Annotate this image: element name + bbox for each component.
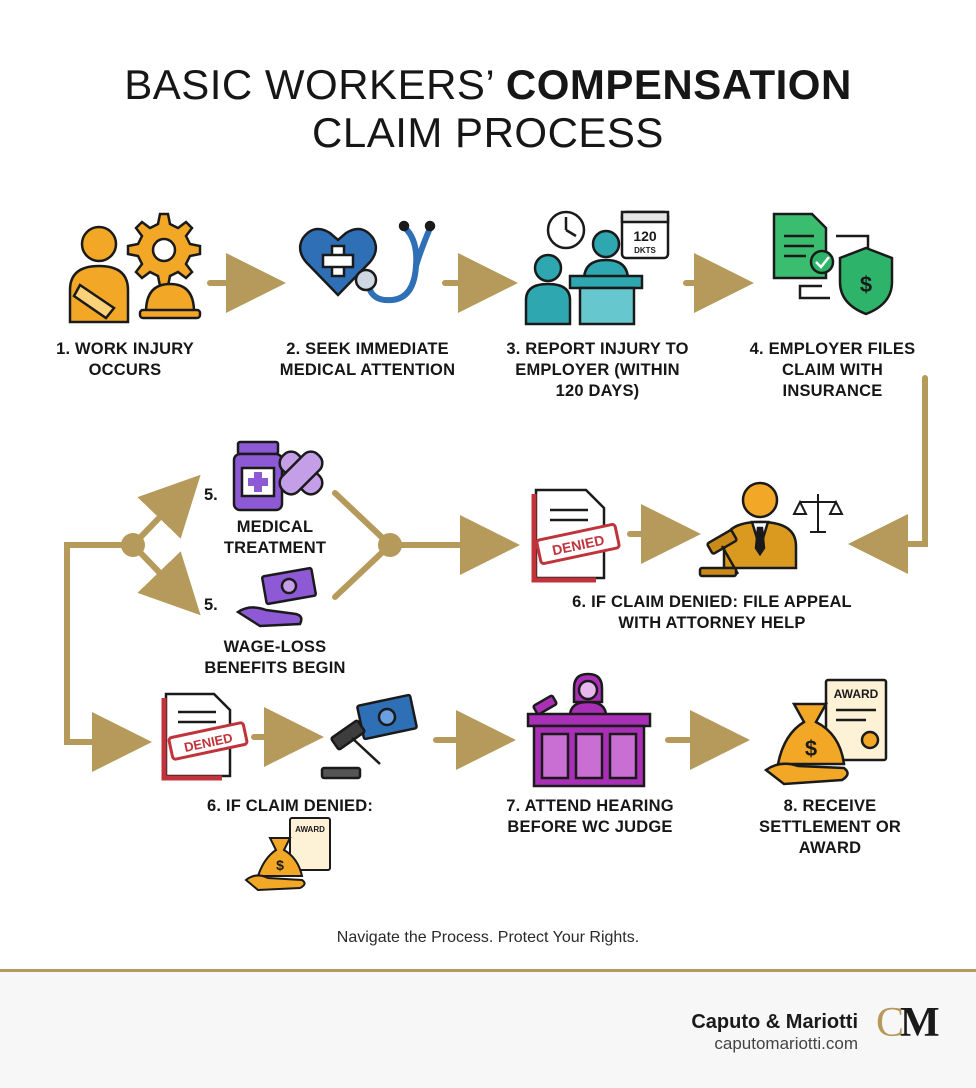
denied-document-icon-2: DENIED	[161, 692, 249, 781]
flow-arrows	[64, 253, 928, 772]
arrow-left-loop	[64, 542, 152, 772]
document-icon	[772, 212, 835, 280]
attorney-icon	[722, 481, 798, 570]
money-bag-icon: $	[763, 702, 849, 786]
tagline: Navigate the Process. Protect Your Right…	[336, 929, 640, 946]
arrow-split-upper	[130, 474, 201, 548]
step-4-label: 4. EMPLOYER FILES CLAIM WITH INSURANCE	[749, 340, 916, 400]
title-bold: COMPENSATION	[505, 61, 852, 108]
step-8-label: 8. RECEIVE SETTLEMENT OR AWARD	[759, 797, 901, 857]
firm-name: Caputo & Mariotti	[691, 1011, 858, 1033]
arrow-merge-upper	[332, 490, 393, 548]
bandage-icon	[278, 450, 324, 496]
logo-letter-m: M	[900, 1000, 940, 1046]
step-1-label: 1. WORK INJURY OCCURS	[56, 340, 194, 379]
merge-node	[378, 533, 402, 557]
svg-text:$: $	[276, 857, 284, 873]
gavel-cash-icon	[320, 693, 418, 780]
cash-hand-icon	[235, 566, 317, 628]
arrow-merge-lower	[332, 542, 393, 600]
title-prefix: BASIC WORKERS’	[124, 61, 506, 108]
calendar-sub: DKTS	[634, 246, 656, 255]
award-text: AWARD	[834, 687, 879, 701]
process-diagram: 120 DKTS $	[64, 210, 928, 892]
award-text-small: AWARD	[295, 825, 325, 834]
denied-document-icon: DENIED	[531, 488, 621, 583]
svg-text:$: $	[805, 736, 817, 761]
hard-hat-icon	[138, 282, 202, 320]
award-certificate-icon: AWARD	[824, 678, 888, 762]
calendar-icon: 120 DKTS	[620, 210, 670, 260]
gavel-icon	[698, 529, 740, 578]
step-7-label: 7. ATTEND HEARING BEFORE WC JUDGE	[506, 797, 674, 836]
split-node	[121, 533, 145, 557]
firm-logo: CM	[876, 998, 952, 1048]
footer	[0, 972, 976, 1088]
employer-desk-icon	[524, 229, 644, 326]
stethoscope-icon	[354, 220, 436, 304]
logo-letter-c: C	[876, 1000, 904, 1046]
calendar-number: 120	[633, 228, 657, 244]
step-5a-number: 5.	[204, 486, 218, 504]
page-title-line-2: CLAIM PROCESS	[312, 109, 664, 156]
step-5b-label: WAGE-LOSS BENEFITS BEGIN	[204, 638, 346, 677]
step-5b-number: 5.	[204, 596, 218, 614]
money-bag-icon-small: AWARD $	[244, 817, 331, 892]
courtroom-judge-icon	[526, 672, 652, 788]
gear-icon	[126, 212, 202, 288]
footer-divider	[0, 969, 976, 972]
pill-bottle-icon	[232, 440, 284, 512]
arrow-split-lower	[130, 542, 201, 616]
clock-icon	[546, 210, 586, 250]
step-6a-label: 6. IF CLAIM DENIED: FILE APPEAL WITH ATT…	[572, 593, 852, 632]
shield-dollar-icon: $	[798, 234, 894, 316]
injured-worker-icon	[68, 225, 130, 324]
step-2-label: 2. SEEK IMMEDIATE MEDICAL ATTENTION	[279, 340, 456, 379]
arrow-4-down-to-attorney	[848, 375, 928, 574]
step-5a-label: MEDICAL TREATMENT	[223, 518, 327, 557]
firm-url-link[interactable]: caputomariotti.com	[714, 1034, 858, 1053]
heart-icon	[298, 227, 378, 297]
scales-icon	[792, 494, 844, 533]
svg-text:$: $	[860, 272, 872, 297]
page-title-line-1: BASIC WORKERS’ COMPENSATION	[0, 60, 976, 110]
step-6b-label: 6. IF CLAIM DENIED:	[206, 797, 374, 815]
step-3-label: 3. REPORT INJURY TO EMPLOYER (WITHIN 120…	[506, 340, 689, 400]
